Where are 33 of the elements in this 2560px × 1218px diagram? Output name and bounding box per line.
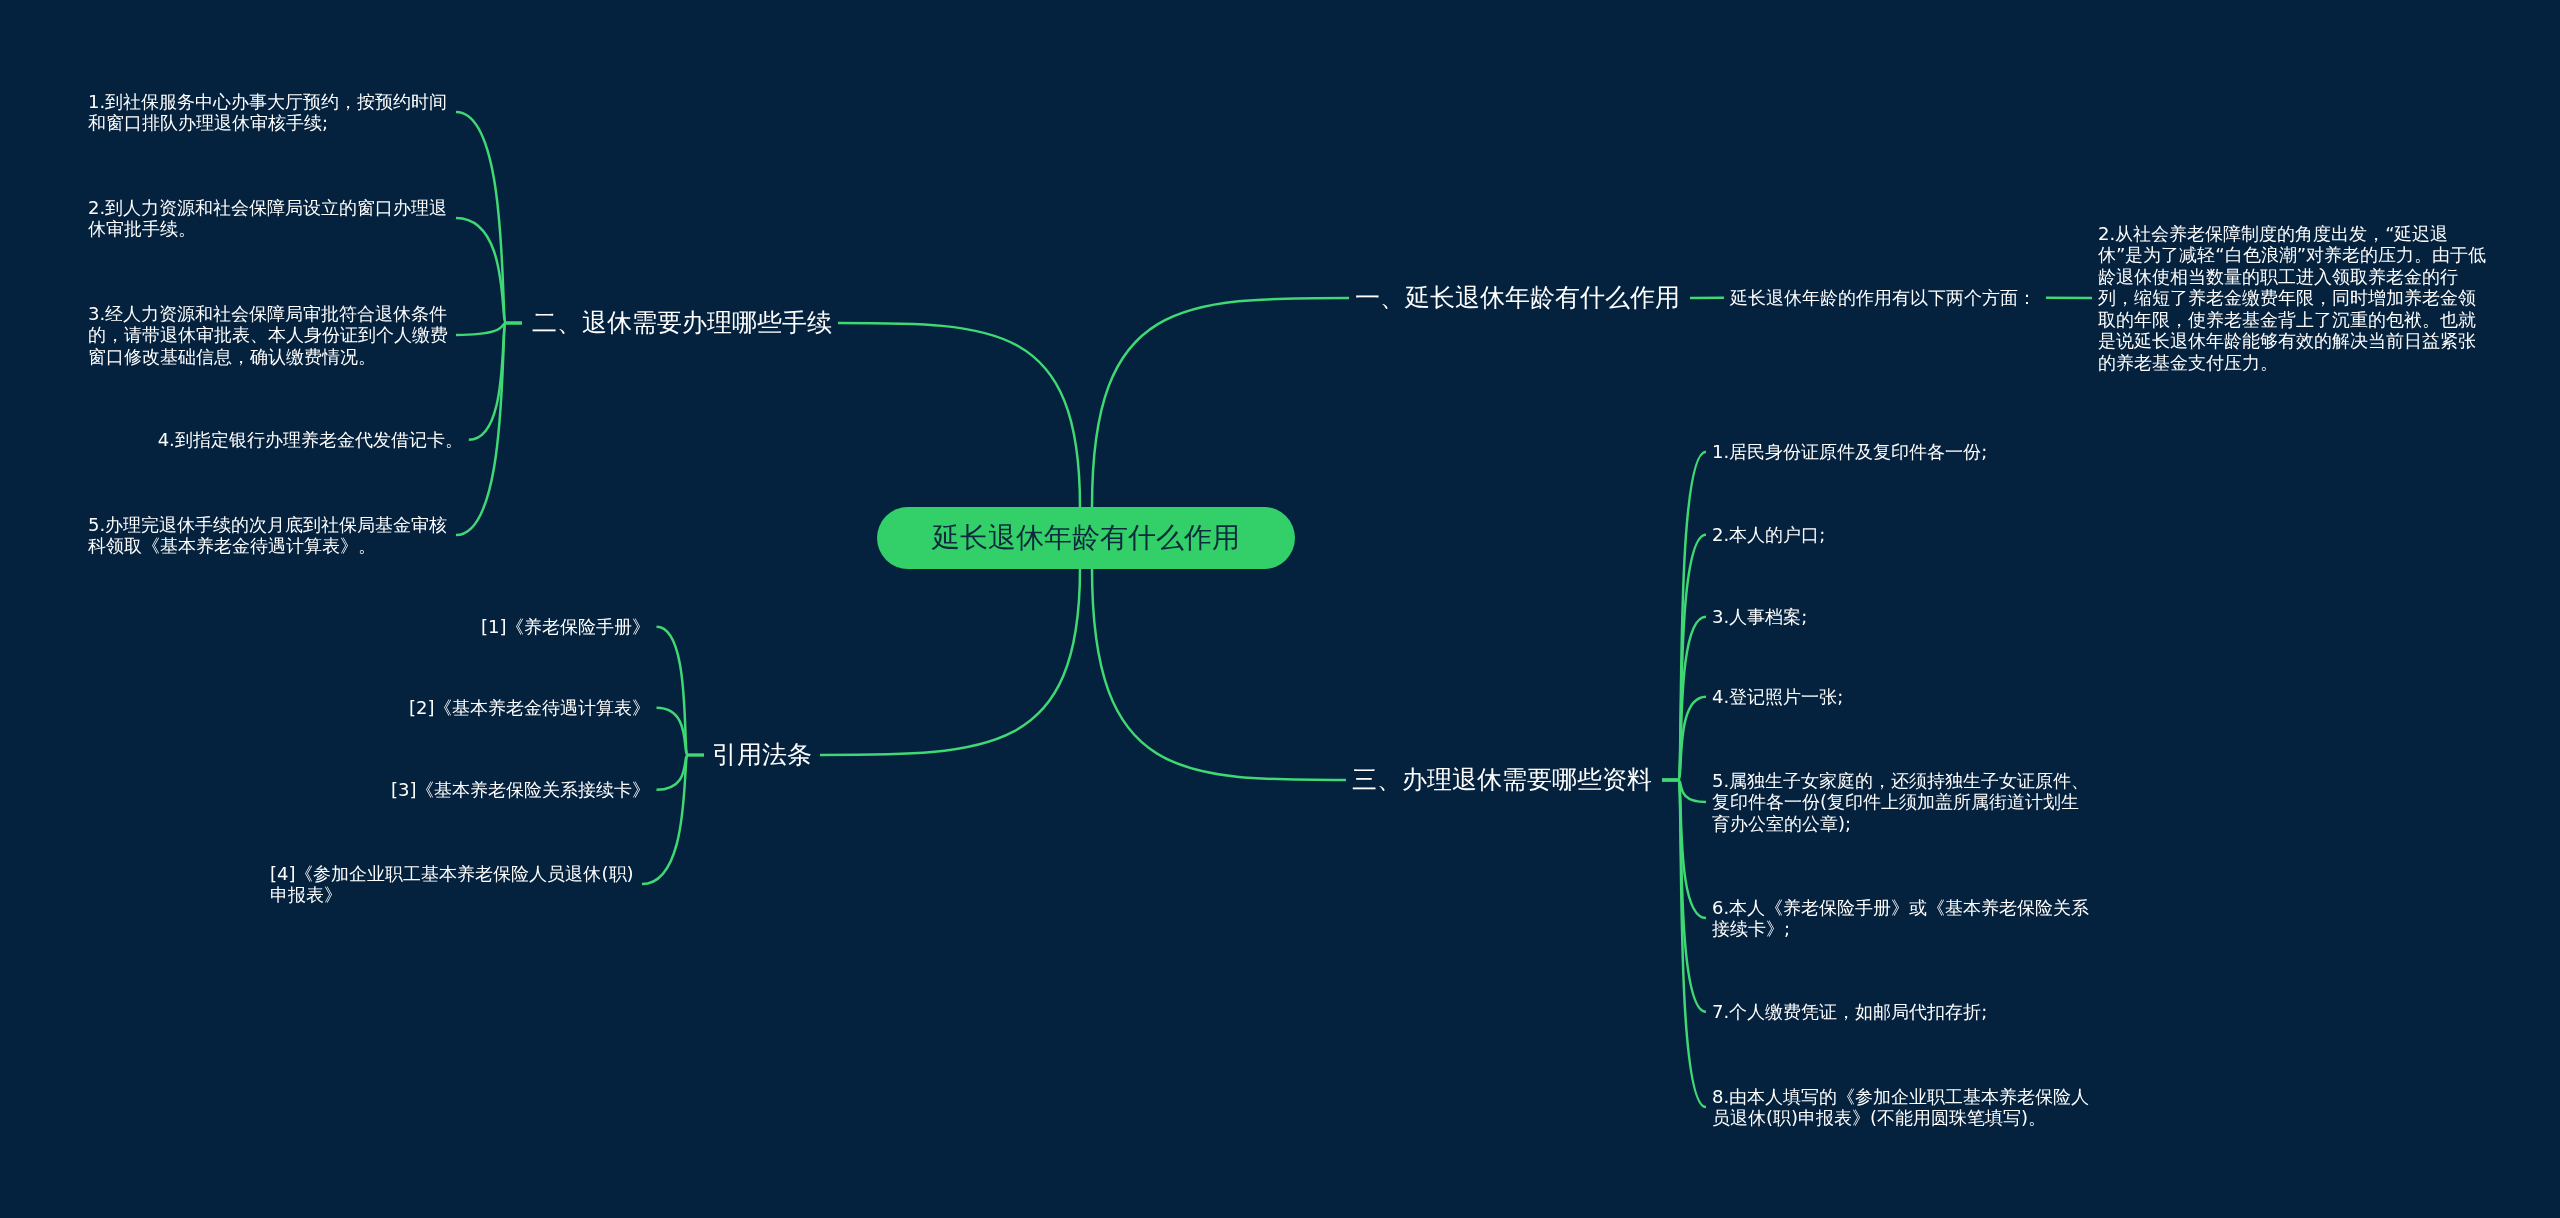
connector-line	[455, 321, 522, 537]
subtopic-text: 7.个人缴费凭证，如邮局代扣存折;	[1712, 1001, 1990, 1023]
subtopic-text: [4]《参加企业职工基本养老保险人员退休(职)申报表》	[270, 862, 636, 906]
branch-topic: 三、办理退休需要哪些资料	[1352, 765, 1654, 795]
topic-pill: 延长退休年龄有什么作用	[877, 507, 1295, 569]
subtopic-text: 5.属独生子女家庭的，还须持独生子女证原件、复印件各一份(复印件上须加盖所属街道计划生育办公室的公章);	[1712, 769, 2092, 835]
subtopic-text: 4.到指定银行办理养老金代发借记卡。	[154, 429, 463, 451]
subtopic-text: 3.经人力资源和社会保障局审批符合退休条件的，请带退休审批表、本人身份证到个人缴费窗口修改基础信息，确认缴费情况。	[88, 302, 450, 368]
subtopic-text: 5.办理完退休手续的次月底到社保局基金审核科领取《基本养老金待遇计算表》。	[88, 513, 450, 557]
subtopic-text: 8.由本人填写的《参加企业职工基本养老保险人员退休(职)申报表》(不能用圆珠笔填写)。	[1712, 1085, 2092, 1129]
subtopic-text: [3]《基本养老保险关系接续卡》	[388, 779, 651, 801]
connector-line	[1090, 296, 1349, 508]
subtopic-text: 4.登记照片一张;	[1712, 686, 1846, 708]
subtopic-text: 2.本人的户口;	[1712, 524, 1828, 546]
subtopic-text: 1.到社保服务中心办事大厅预约，按预约时间和窗口排队办理退休审核手续;	[88, 90, 450, 134]
subtopic-text: [2]《基本养老金待遇计算表》	[406, 697, 651, 719]
connector-line	[1090, 568, 1346, 782]
branch-topic: 一、延长退休年龄有什么作用	[1355, 283, 1682, 313]
connector-line	[641, 753, 704, 886]
subtopic-text: 1.居民身份证原件及复印件各一份;	[1712, 441, 1990, 463]
subtopic-text: 2.到人力资源和社会保障局设立的窗口办理退休审批手续。	[88, 196, 450, 240]
branch-topic: 引用法条	[712, 740, 814, 770]
connector-line	[1662, 778, 1707, 1109]
subtopic-text: 2.从社会养老保障制度的角度出发，“延迟退休”是为了减轻“白色浪潮”对养老的压力。由于低龄退休使相当数量的职工进入领取养老金的行列，缩短了养老金缴费年限，同时增加养老金领取的年限，使养老基金背上了沉重的包袱。也就是说延长退休年龄能够有效的解决当前日益紧张的养老基金支付压力。	[2098, 222, 2488, 374]
connector-line	[1690, 296, 1724, 300]
subtopic-text: 3.人事档案;	[1712, 606, 1810, 628]
connector-line	[820, 568, 1082, 757]
subtopic-text: 6.本人《养老保险手册》或《基本养老保险关系接续卡》;	[1712, 896, 2092, 940]
subtopic-text: 延长退休年龄的作用有以下两个方面：	[1730, 287, 2038, 309]
branch-topic: 二、退休需要办理哪些手续	[530, 308, 832, 338]
subtopic-text: [1]《养老保险手册》	[478, 616, 651, 638]
connector-line	[838, 321, 1082, 508]
connector-line	[2046, 296, 2092, 300]
